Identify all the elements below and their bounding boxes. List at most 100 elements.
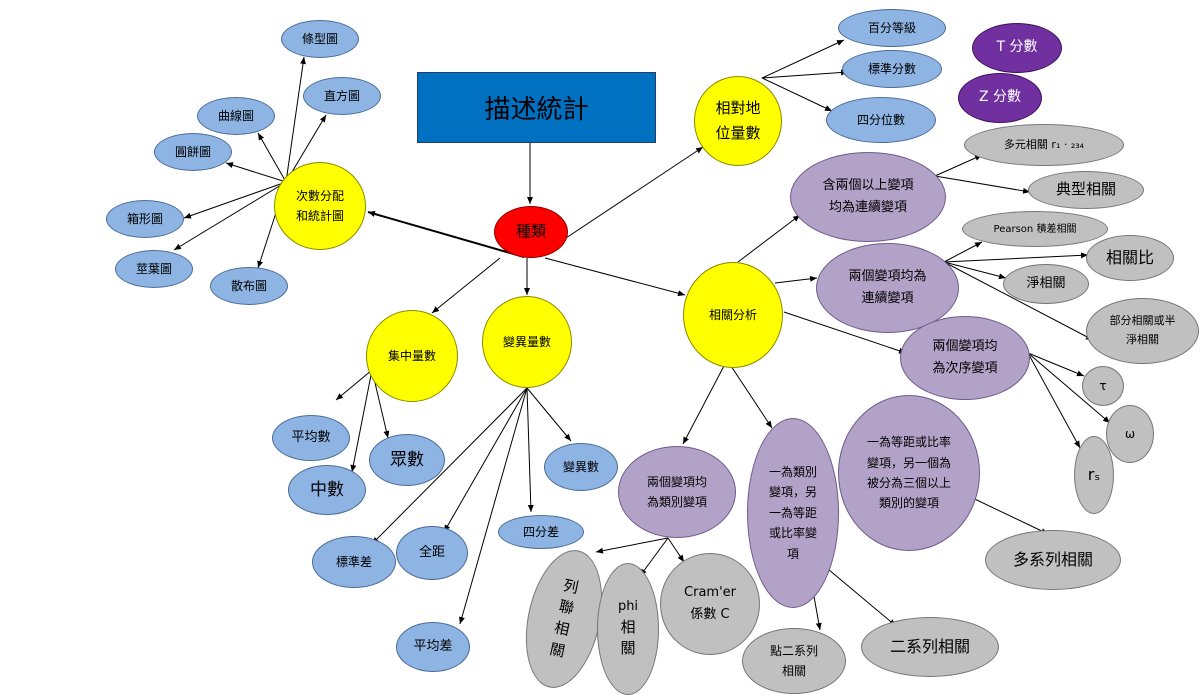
node-cat-interval: 一為類別變項，另一為等距或比率變項 [747,418,839,608]
node-percentile-rank: 百分等級 [838,9,946,47]
edge-freq-bar [285,56,306,183]
node-omega-label: ω [1124,426,1136,441]
node-central-tendency: 集中量數 [366,310,458,402]
node-polyserial-label: 多系列相關 [1012,550,1093,570]
node-tau: τ [1082,366,1124,406]
node-contingency-char-4: 關 [548,639,567,661]
node-biserial: 二系列相關 [861,617,999,677]
node-net-corr: 淨相關 [1003,264,1089,304]
node-freq-label-2: 和統計圖 [295,209,344,223]
edge-kinds-central [431,257,501,314]
node-cat-label-2: 為類別變項 [646,495,707,509]
node-canonical-label: 典型相關 [1055,180,1116,199]
node-cat-label-1: 兩個變項均 [646,474,707,489]
node-box-plot: 箱形圖 [106,200,184,238]
node-partial-label-1: 部分相關或半 [1109,314,1176,328]
node-relpos-label-2: 位量數 [715,124,761,142]
edge-central-mean [335,369,373,401]
node-std-label: 標準差 [335,554,372,569]
edge-cont-net [943,261,1007,280]
node-stem-leaf-label: 莖葉圖 [135,261,172,276]
node-omega: ω [1106,405,1154,463]
node-biserial-label: 二系列相關 [889,637,970,657]
node-meandev-label: 平均差 [413,638,453,654]
edge-ord-tau [1027,352,1085,377]
node-tau-label: τ [1099,378,1107,393]
node-pb-label-1: 點二系列 [769,643,818,658]
node-mean-label: 平均數 [291,429,331,445]
edge-ord-rs [1027,352,1081,449]
node-kinds: 種類 [494,206,568,258]
node-partial-corr: 部分相關或半淨相關 [1086,298,1199,364]
node-pb-label-2: 相關 [781,664,806,678]
edge-kinds-freq [367,211,525,258]
node-contingency-char-2: 聯 [557,597,576,618]
node-rs: rₛ [1074,436,1114,514]
node-multiple-label: 多元相關 r₁ · ₂₃₄ [1003,137,1085,151]
node-pie-chart-label: 圓餅圖 [174,144,211,159]
node-variance: 變異數 [544,443,618,491]
node-z-score: Z 分數 [958,73,1042,123]
node-mode: 眾數 [369,434,445,486]
node-standard-label: 標準分數 [867,61,916,76]
node-percentile-label: 百分等級 [867,20,916,35]
node-correlation: 相關分析 [683,262,783,368]
node-cramer: Cram'er 係數 C [660,553,760,655]
node-range-label: 全距 [418,544,445,560]
edge-relpos-percentile [761,39,845,79]
node-freq: 次數分配和統計圖 [274,162,366,250]
node-kinds-label: 種類 [515,222,546,241]
node-phi-label-2: 相 [620,617,636,636]
node-ordinal-label-2: 為次序變項 [932,361,998,376]
edge-cont-pearson [943,241,983,263]
node-variance-label: 變異數 [562,459,599,474]
node-histogram-label: 直方圖 [323,88,360,103]
node-stem-leaf: 莖葉圖 [115,250,193,288]
edge-freq-pie [225,162,287,183]
node-net-label: 淨相關 [1026,275,1066,291]
node-relpos-label-1: 相對地 [715,98,761,117]
node-contingency-char-3: 相 [552,618,572,640]
node-std-dev: 標準差 [312,536,396,588]
node-ci-label-5: 項 [786,546,799,561]
node-cramer-label-1: Cram'er [684,584,736,600]
edge-freq-stem [173,181,287,251]
node-bar-chart-label: 條型圖 [301,31,338,46]
title-box: 描述統計 [417,72,656,143]
node-two-ordinal: 兩個變項均為次序變項 [900,316,1030,400]
node-curve-chart-label: 曲線圖 [217,108,254,123]
node-point-biserial: 點二系列相關 [742,628,846,694]
node-multiple-corr: 多元相關 r₁ · ₂₃₄ [964,124,1124,166]
edge-freq-curve [257,132,287,183]
edge-cat-phi [639,537,669,577]
node-pie-chart: 圓餅圖 [154,133,232,171]
node-phi-label-3: 關 [620,639,636,658]
node-scatter-label: 散布圖 [230,278,267,293]
edge-kinds-correlation [544,257,686,297]
edge-corr-categorical [682,363,726,445]
edge-multi-canonical [934,175,1031,194]
edge-relpos-quartile [761,77,833,112]
node-t-score-label: T 分數 [996,39,1038,56]
node-range: 全距 [396,526,468,580]
node-ic-label-2: 變項，另一個為 [866,455,951,470]
edge-cont-ratio [943,252,1089,263]
edge-corr-multi [737,214,801,263]
node-ic-label-4: 類別的變項 [878,496,939,511]
edge-cat-cramer [667,537,685,563]
edge-corr-two-cont [774,275,818,284]
edge-ord-omega [1027,352,1111,424]
node-multi-continuous: 含兩個以上變項均為連續變項 [790,152,946,242]
node-ci-label-2: 變項，另 [768,485,817,500]
node-histogram: 直方圖 [303,77,381,115]
node-multi-label-2: 均為連續變項 [828,200,907,215]
node-two-categorical: 兩個變項均為類別變項 [618,446,736,538]
node-pearson-label: Pearson 積差相關 [993,223,1077,235]
node-freq-label-1: 次數分配 [295,188,344,203]
node-corr-ratio: 相關比 [1086,235,1174,281]
node-standard-score: 標準分數 [842,50,942,88]
node-cramer-label-2: 係數 C [690,607,730,622]
